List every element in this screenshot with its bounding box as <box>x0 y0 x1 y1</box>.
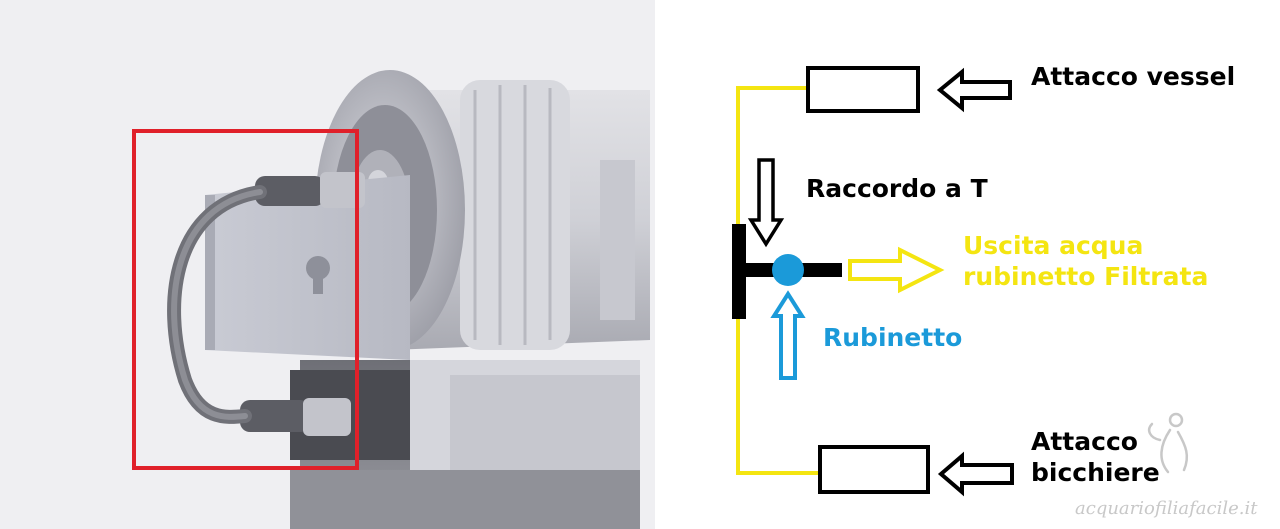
photo-filter-assembly <box>0 0 655 529</box>
watermark-logo <box>1148 412 1189 474</box>
arrow-right-icon <box>848 246 945 294</box>
highlight-box <box>132 129 359 470</box>
label-attacco-bicchiere: Attacco bicchiere <box>1031 426 1160 488</box>
vessel-connector-box <box>806 66 920 113</box>
arrow-up-icon <box>770 290 806 380</box>
label-raccordo-a-t: Raccordo a T <box>806 174 988 203</box>
arrow-left-icon <box>937 451 1014 497</box>
label-cup-line2: bicchiere <box>1031 458 1160 487</box>
label-uscita-line2: rubinetto Filtrata <box>963 262 1209 291</box>
tee-fitting-bar <box>732 224 746 319</box>
schematic <box>732 66 1014 497</box>
cup-connector-box <box>818 445 930 494</box>
label-cup-line1: Attacco <box>1031 427 1138 456</box>
arrow-down-icon <box>747 158 785 248</box>
label-uscita-acqua: Uscita acqua rubinetto Filtrata <box>963 230 1208 292</box>
label-rubinetto: Rubinetto <box>823 323 963 352</box>
watermark-text: acquariofiliafacile.it <box>1075 498 1258 519</box>
tap-dot <box>772 254 804 286</box>
arrow-left-icon <box>936 67 1012 113</box>
label-uscita-line1: Uscita acqua <box>963 231 1144 260</box>
label-attacco-vessel: Attacco vessel <box>1031 62 1236 91</box>
